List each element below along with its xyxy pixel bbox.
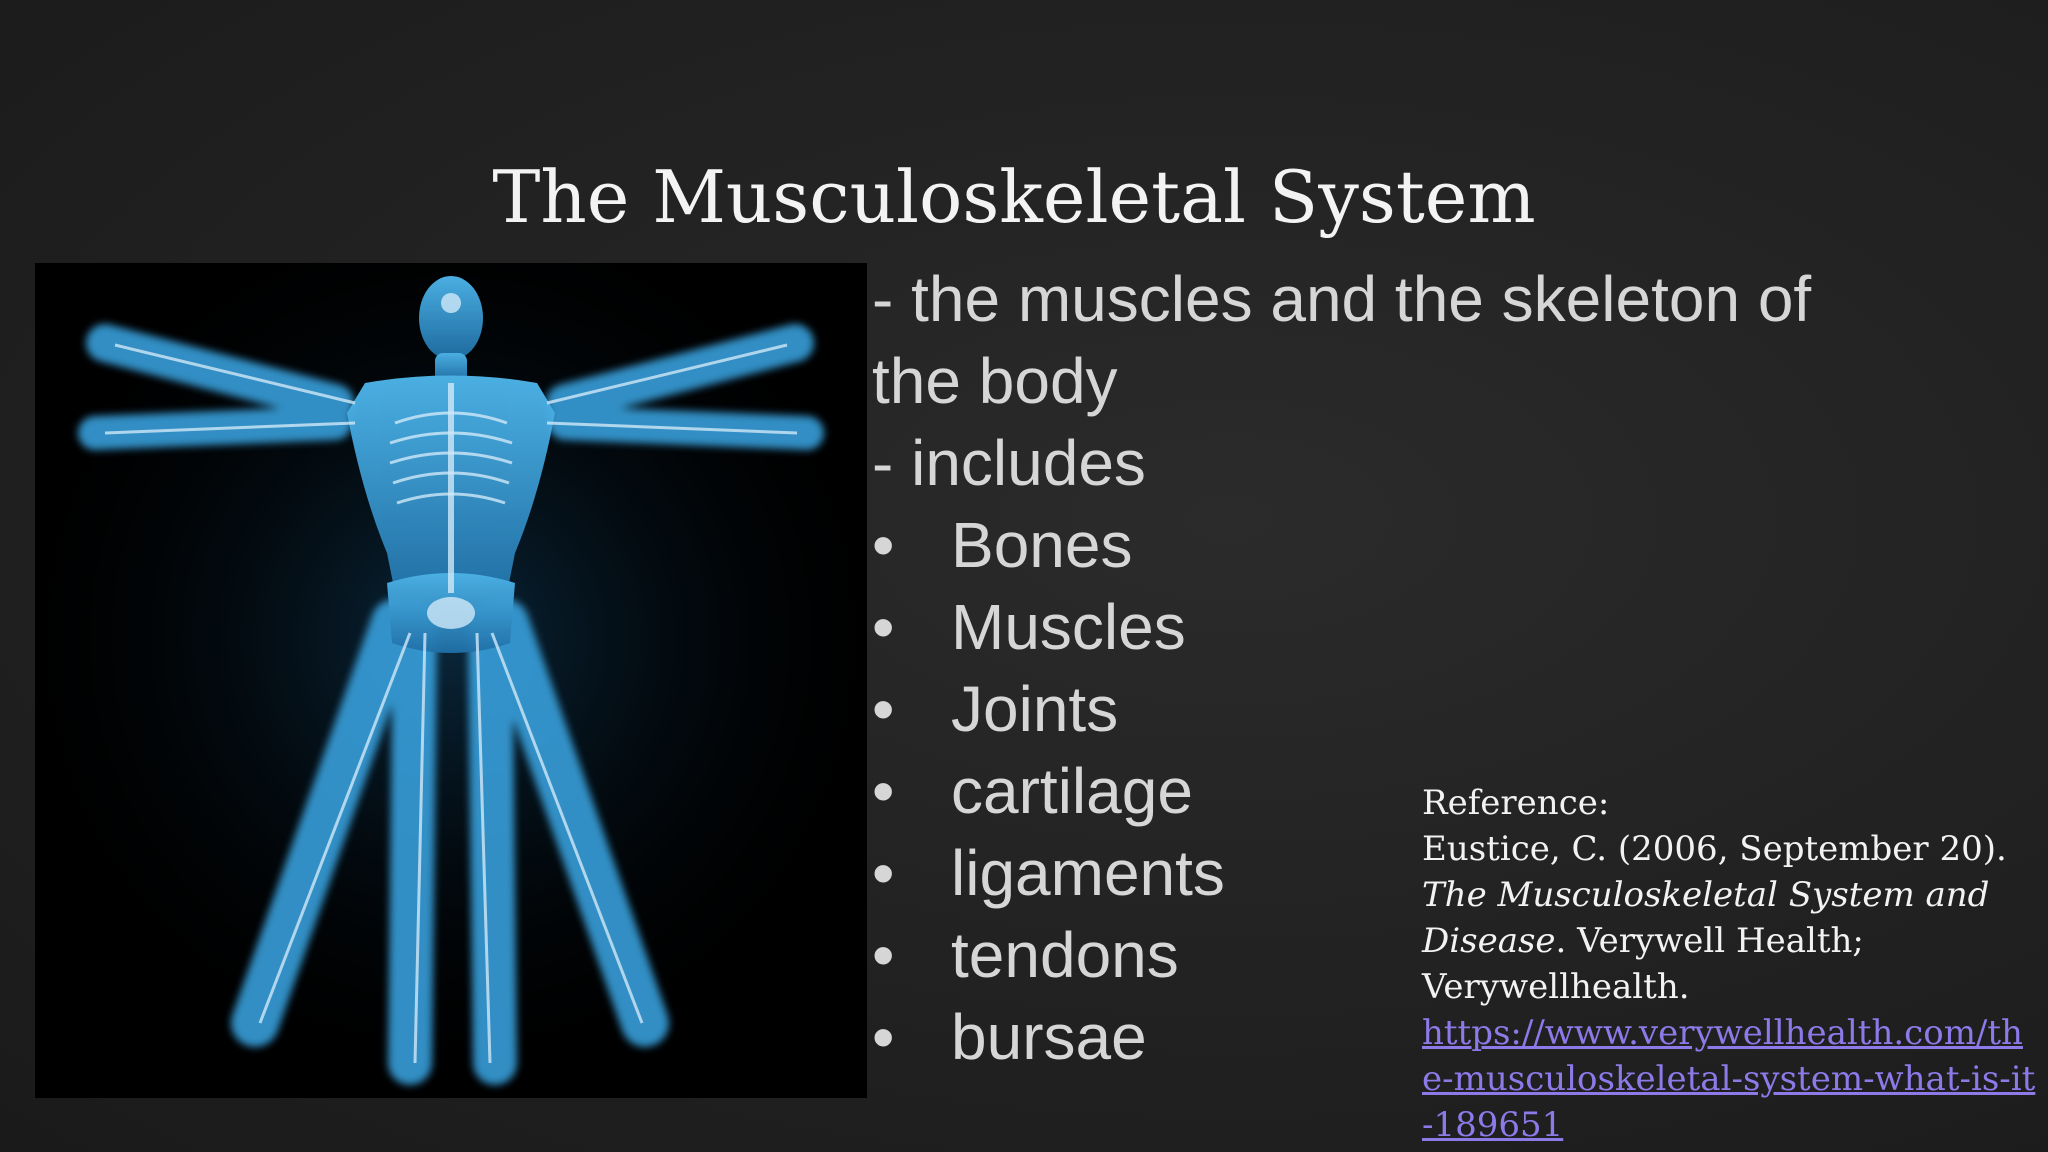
reference-publisher: . Verywell Health; Verywellhealth. xyxy=(1422,921,1864,1007)
reference-block: Reference: Eustice, C. (2006, September … xyxy=(1422,780,2042,1148)
reference-author: Eustice, C. (2006, September xyxy=(1422,829,1929,869)
anatomy-image xyxy=(35,263,867,1098)
definition-line-2: the body xyxy=(872,345,1118,417)
reference-work-title: The Musculoskeletal System and Disease xyxy=(1422,875,1990,961)
bullet-icon: • xyxy=(872,755,895,827)
reference-date: 20). xyxy=(1939,829,2007,869)
bullet-icon: • xyxy=(872,1001,895,1073)
list-item-label: tendons xyxy=(951,919,1179,991)
list-item-label: ligaments xyxy=(951,837,1225,909)
human-anatomy-illustration xyxy=(35,263,867,1098)
reference-heading: Reference: xyxy=(1422,783,1610,823)
list-item: • cartilage xyxy=(872,750,1972,832)
bullet-icon: • xyxy=(872,673,895,745)
bullet-icon: • xyxy=(872,509,895,581)
list-item: • tendons xyxy=(872,914,1972,996)
list-item: • ligaments xyxy=(872,832,1972,914)
list-item: • bursae xyxy=(872,996,1972,1078)
slide-title: The Musculoskeletal System xyxy=(492,155,1536,239)
components-list: • Bones • Muscles • Joints • cartilage •… xyxy=(872,504,1972,1078)
list-item: • Joints xyxy=(872,668,1972,750)
bullet-icon: • xyxy=(872,919,895,991)
list-item-label: Joints xyxy=(951,673,1119,745)
includes-line: - includes xyxy=(872,427,1146,499)
definition-line-1: - the muscles and the skeleton of xyxy=(872,263,1812,335)
list-item: • Bones xyxy=(872,504,1972,586)
reference-link[interactable]: https://www.verywellhealth.com/the-muscu… xyxy=(1422,1013,2036,1145)
reference-citation: Eustice, C. (2006, September 20). The Mu… xyxy=(1422,826,2042,1010)
list-item-label: Bones xyxy=(951,509,1133,581)
list-item-label: cartilage xyxy=(951,755,1193,827)
list-item: • Muscles xyxy=(872,586,1972,668)
slide-body: - the muscles and the skeleton of the bo… xyxy=(872,258,1972,1078)
bullet-icon: • xyxy=(872,837,895,909)
list-item-label: Muscles xyxy=(951,591,1186,663)
list-item-label: bursae xyxy=(951,1001,1147,1073)
bullet-icon: • xyxy=(872,591,895,663)
